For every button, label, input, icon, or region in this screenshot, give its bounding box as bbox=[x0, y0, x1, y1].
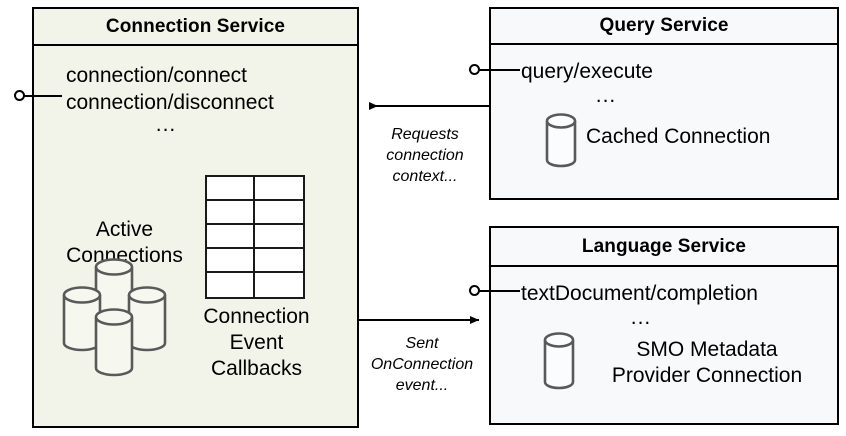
grid-cell bbox=[207, 225, 255, 249]
smo-metadata-provider-connection-label: SMO Metadata Provider Connection bbox=[611, 338, 803, 387]
lollipop-stem bbox=[478, 69, 520, 71]
language-service-operations-ellipsis: ... bbox=[630, 306, 652, 329]
connection-event-callbacks-grid bbox=[205, 175, 305, 299]
connection-service-operations: connection/connect connection/disconnect bbox=[66, 62, 274, 116]
lollipop-stem bbox=[478, 290, 520, 292]
component-language-service[interactable]: Language Service textDocument/completion… bbox=[489, 226, 839, 425]
grid-cell bbox=[255, 225, 303, 249]
lollipop-icon bbox=[14, 90, 25, 101]
edge-label-sent-onconnection-event: Sent OnConnection event... bbox=[370, 335, 474, 394]
grid-cell bbox=[255, 249, 303, 273]
operation-textdocument-completion: textDocument/completion bbox=[521, 282, 758, 305]
connection-service-operations-ellipsis: ... bbox=[155, 113, 177, 136]
connection-service-body: connection/connect connection/disconnect… bbox=[34, 46, 357, 426]
lollipop-icon bbox=[469, 64, 480, 75]
component-connection-service[interactable]: Connection Service connection/connect co… bbox=[32, 7, 359, 428]
cached-connection-label: Cached Connection bbox=[586, 125, 771, 148]
grid-cell bbox=[255, 201, 303, 225]
query-service-operations-ellipsis: ... bbox=[595, 84, 617, 107]
query-service-title: Query Service bbox=[599, 15, 729, 36]
operation-connection-connect: connection/connect bbox=[66, 64, 247, 87]
query-service-provided-interface[interactable] bbox=[469, 63, 521, 77]
language-service-provided-interface[interactable] bbox=[469, 284, 521, 298]
grid-cell bbox=[207, 201, 255, 225]
connection-service-title-bar: Connection Service bbox=[34, 9, 357, 46]
operation-connection-disconnect: connection/disconnect bbox=[66, 91, 274, 114]
query-service-body: query/execute ... Cached Connection bbox=[491, 45, 837, 198]
lollipop-icon bbox=[469, 285, 480, 296]
language-service-title: Language Service bbox=[581, 235, 747, 257]
edge-label-requests-connection-context: Requests connection context... bbox=[386, 126, 464, 185]
connection-event-callbacks-label: Connection Event Callbacks bbox=[203, 305, 310, 380]
language-service-operations: textDocument/completion bbox=[521, 280, 758, 307]
grid-cell bbox=[207, 249, 255, 273]
component-query-service[interactable]: Query Service query/execute ... Cached C… bbox=[489, 7, 839, 200]
active-connections-label: Active Connections bbox=[66, 218, 183, 267]
grid-cell bbox=[207, 177, 255, 201]
connection-service-provided-interface[interactable] bbox=[14, 89, 62, 103]
language-service-title-bar: Language Service bbox=[491, 228, 837, 267]
operation-query-execute: query/execute bbox=[521, 60, 653, 83]
query-service-title-bar: Query Service bbox=[491, 9, 837, 45]
language-service-body: textDocument/completion ... SMO Metadata… bbox=[491, 267, 837, 423]
connection-service-title: Connection Service bbox=[105, 15, 286, 37]
grid-cell bbox=[207, 273, 255, 297]
grid-cell bbox=[255, 273, 303, 297]
lollipop-stem bbox=[23, 95, 62, 97]
query-service-operations: query/execute bbox=[521, 58, 653, 85]
grid-cell bbox=[255, 177, 303, 201]
